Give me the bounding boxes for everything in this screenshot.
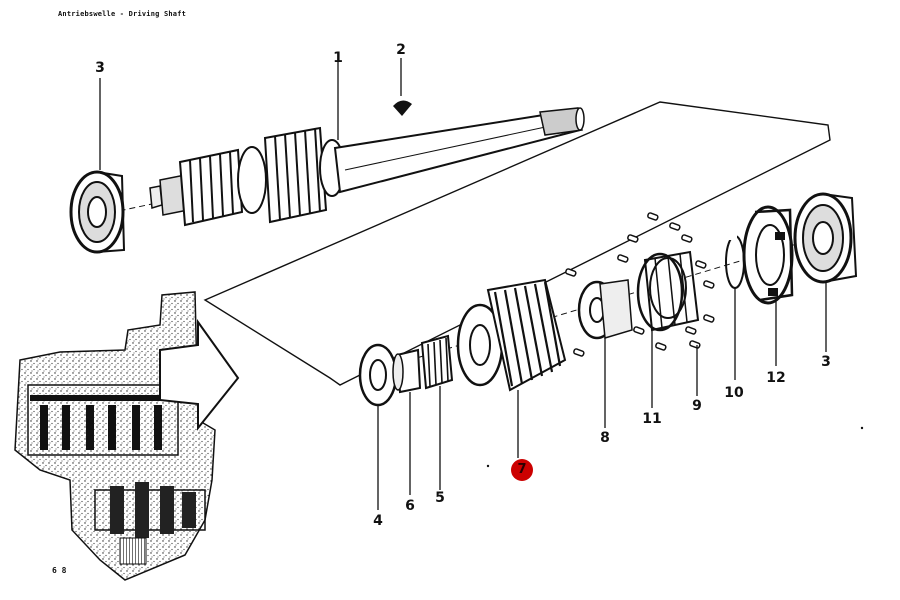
callout-4: 4 — [373, 513, 383, 529]
ball-bearing-right — [793, 192, 858, 284]
page-number: 6 8 — [52, 566, 67, 575]
needle-bearing-race — [392, 348, 422, 394]
callout-6: 6 — [405, 498, 415, 514]
arrow-right-icon — [159, 318, 240, 431]
needle-bearing — [420, 334, 454, 390]
callout-8: 8 — [600, 430, 610, 446]
callout-3-right: 3 — [821, 354, 831, 370]
callout-2: 2 — [396, 42, 406, 58]
circlip — [725, 234, 745, 289]
ball-bearing-left — [69, 170, 126, 254]
callout-12: 12 — [766, 370, 786, 386]
callout-1: 1 — [333, 50, 343, 66]
leader-lines — [99, 58, 827, 510]
synchronizer-hub — [577, 279, 633, 340]
helical-gear — [456, 278, 567, 392]
driving-shaft — [149, 107, 585, 227]
diagram-header: Antriebswelle - Driving Shaft — [58, 10, 187, 18]
callout-9: 9 — [692, 398, 702, 414]
woodruff-key — [393, 100, 412, 116]
gearbox-housing-inset — [14, 291, 216, 581]
callout-10: 10 — [724, 385, 744, 401]
thrust-washer — [358, 343, 398, 407]
callout-5: 5 — [435, 490, 445, 506]
callout-3-left: 3 — [95, 60, 105, 76]
roller-needles — [565, 212, 715, 357]
synchronizer-ring — [742, 205, 794, 305]
operating-sleeve — [636, 250, 700, 332]
callout-11: 11 — [642, 411, 662, 427]
exploded-view-frame — [203, 101, 831, 386]
callout-7-highlighted[interactable]: 7 — [511, 459, 533, 481]
